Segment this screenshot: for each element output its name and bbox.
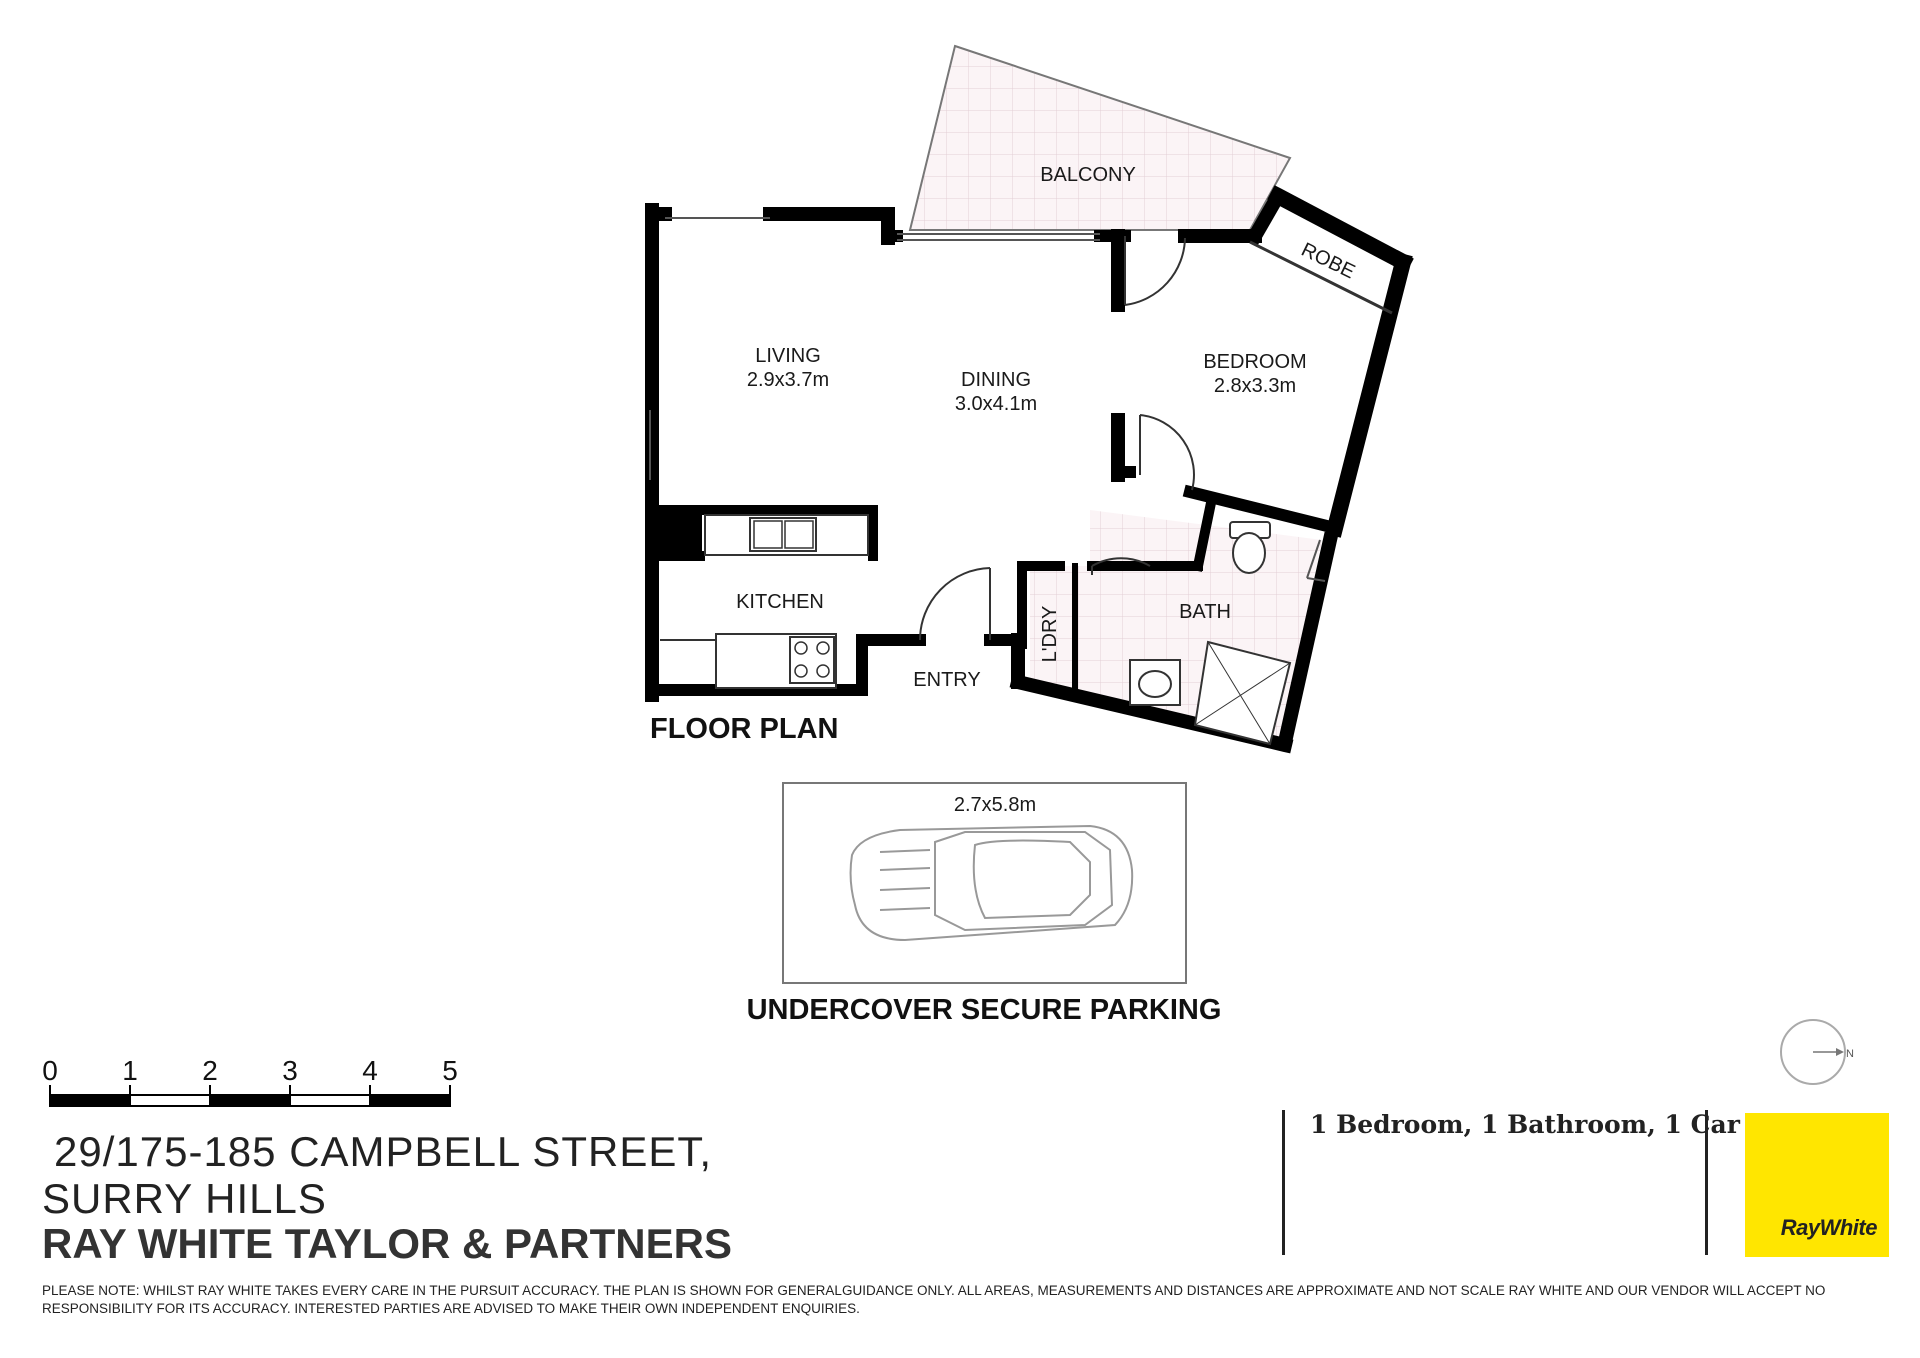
- room-label-living: LIVING: [755, 345, 821, 367]
- parking-bay: [782, 782, 1187, 984]
- ray-white-logo: RayWhite: [1745, 1113, 1889, 1257]
- scale-label-5: 5: [442, 1055, 458, 1086]
- parking-size: 2.7x5.8m: [954, 794, 1036, 816]
- room-label-laundry: L'DRY: [1039, 606, 1061, 663]
- scale-bar: [49, 1085, 451, 1107]
- property-summary: 1 Bedroom, 1 Bathroom, 1 Car: [1310, 1110, 1740, 1139]
- room-label-entry: ENTRY: [913, 669, 980, 691]
- fridge: [659, 507, 702, 559]
- basin: [1129, 659, 1181, 706]
- toilet: [1229, 521, 1271, 574]
- room-label-robe: ROBE: [1298, 239, 1359, 284]
- room-label-dining: DINING: [961, 369, 1031, 391]
- compass-label: N: [1846, 1048, 1854, 1060]
- room-size-living: 2.9x3.7m: [747, 369, 829, 391]
- car-icon: [849, 824, 1134, 942]
- room-label-balcony: BALCONY: [1040, 164, 1136, 186]
- robe-partition: [1249, 240, 1393, 315]
- scale-label-3: 3: [282, 1055, 298, 1086]
- room-label-kitchen: KITCHEN: [736, 591, 824, 613]
- room-label-bath: BATH: [1179, 601, 1231, 623]
- agency-name: RAY WHITE TAYLOR & PARTNERS: [42, 1220, 732, 1267]
- logo-text: RayWhite: [1780, 1215, 1878, 1240]
- shower: [1193, 640, 1292, 746]
- divider-left: [1282, 1110, 1285, 1255]
- windows: [649, 217, 1326, 582]
- compass-icon: [1780, 1019, 1846, 1085]
- room-label-bedroom: BEDROOM: [1203, 351, 1306, 373]
- disclaimer: PLEASE NOTE: WHILST RAY WHITE TAKES EVER…: [42, 1283, 1826, 1316]
- doors: [919, 236, 1195, 641]
- scale-label-2: 2: [202, 1055, 218, 1086]
- address-line-2: SURRY HILLS: [42, 1175, 327, 1222]
- parking-title: UNDERCOVER SECURE PARKING: [747, 994, 1222, 1026]
- balcony-area: [908, 44, 1292, 231]
- room-size-bedroom: 2.8x3.3m: [1214, 375, 1296, 397]
- divider-right: [1705, 1110, 1708, 1255]
- room-size-dining: 3.0x4.1m: [955, 393, 1037, 415]
- scale-label-4: 4: [362, 1055, 378, 1086]
- scale-label-1: 1: [122, 1055, 138, 1086]
- address-line-1: 29/175-185 CAMPBELL STREET,: [54, 1128, 713, 1175]
- scale-label-0: 0: [42, 1055, 58, 1086]
- walls: [645, 185, 1414, 754]
- floor-plan-title: FLOOR PLAN: [650, 713, 839, 745]
